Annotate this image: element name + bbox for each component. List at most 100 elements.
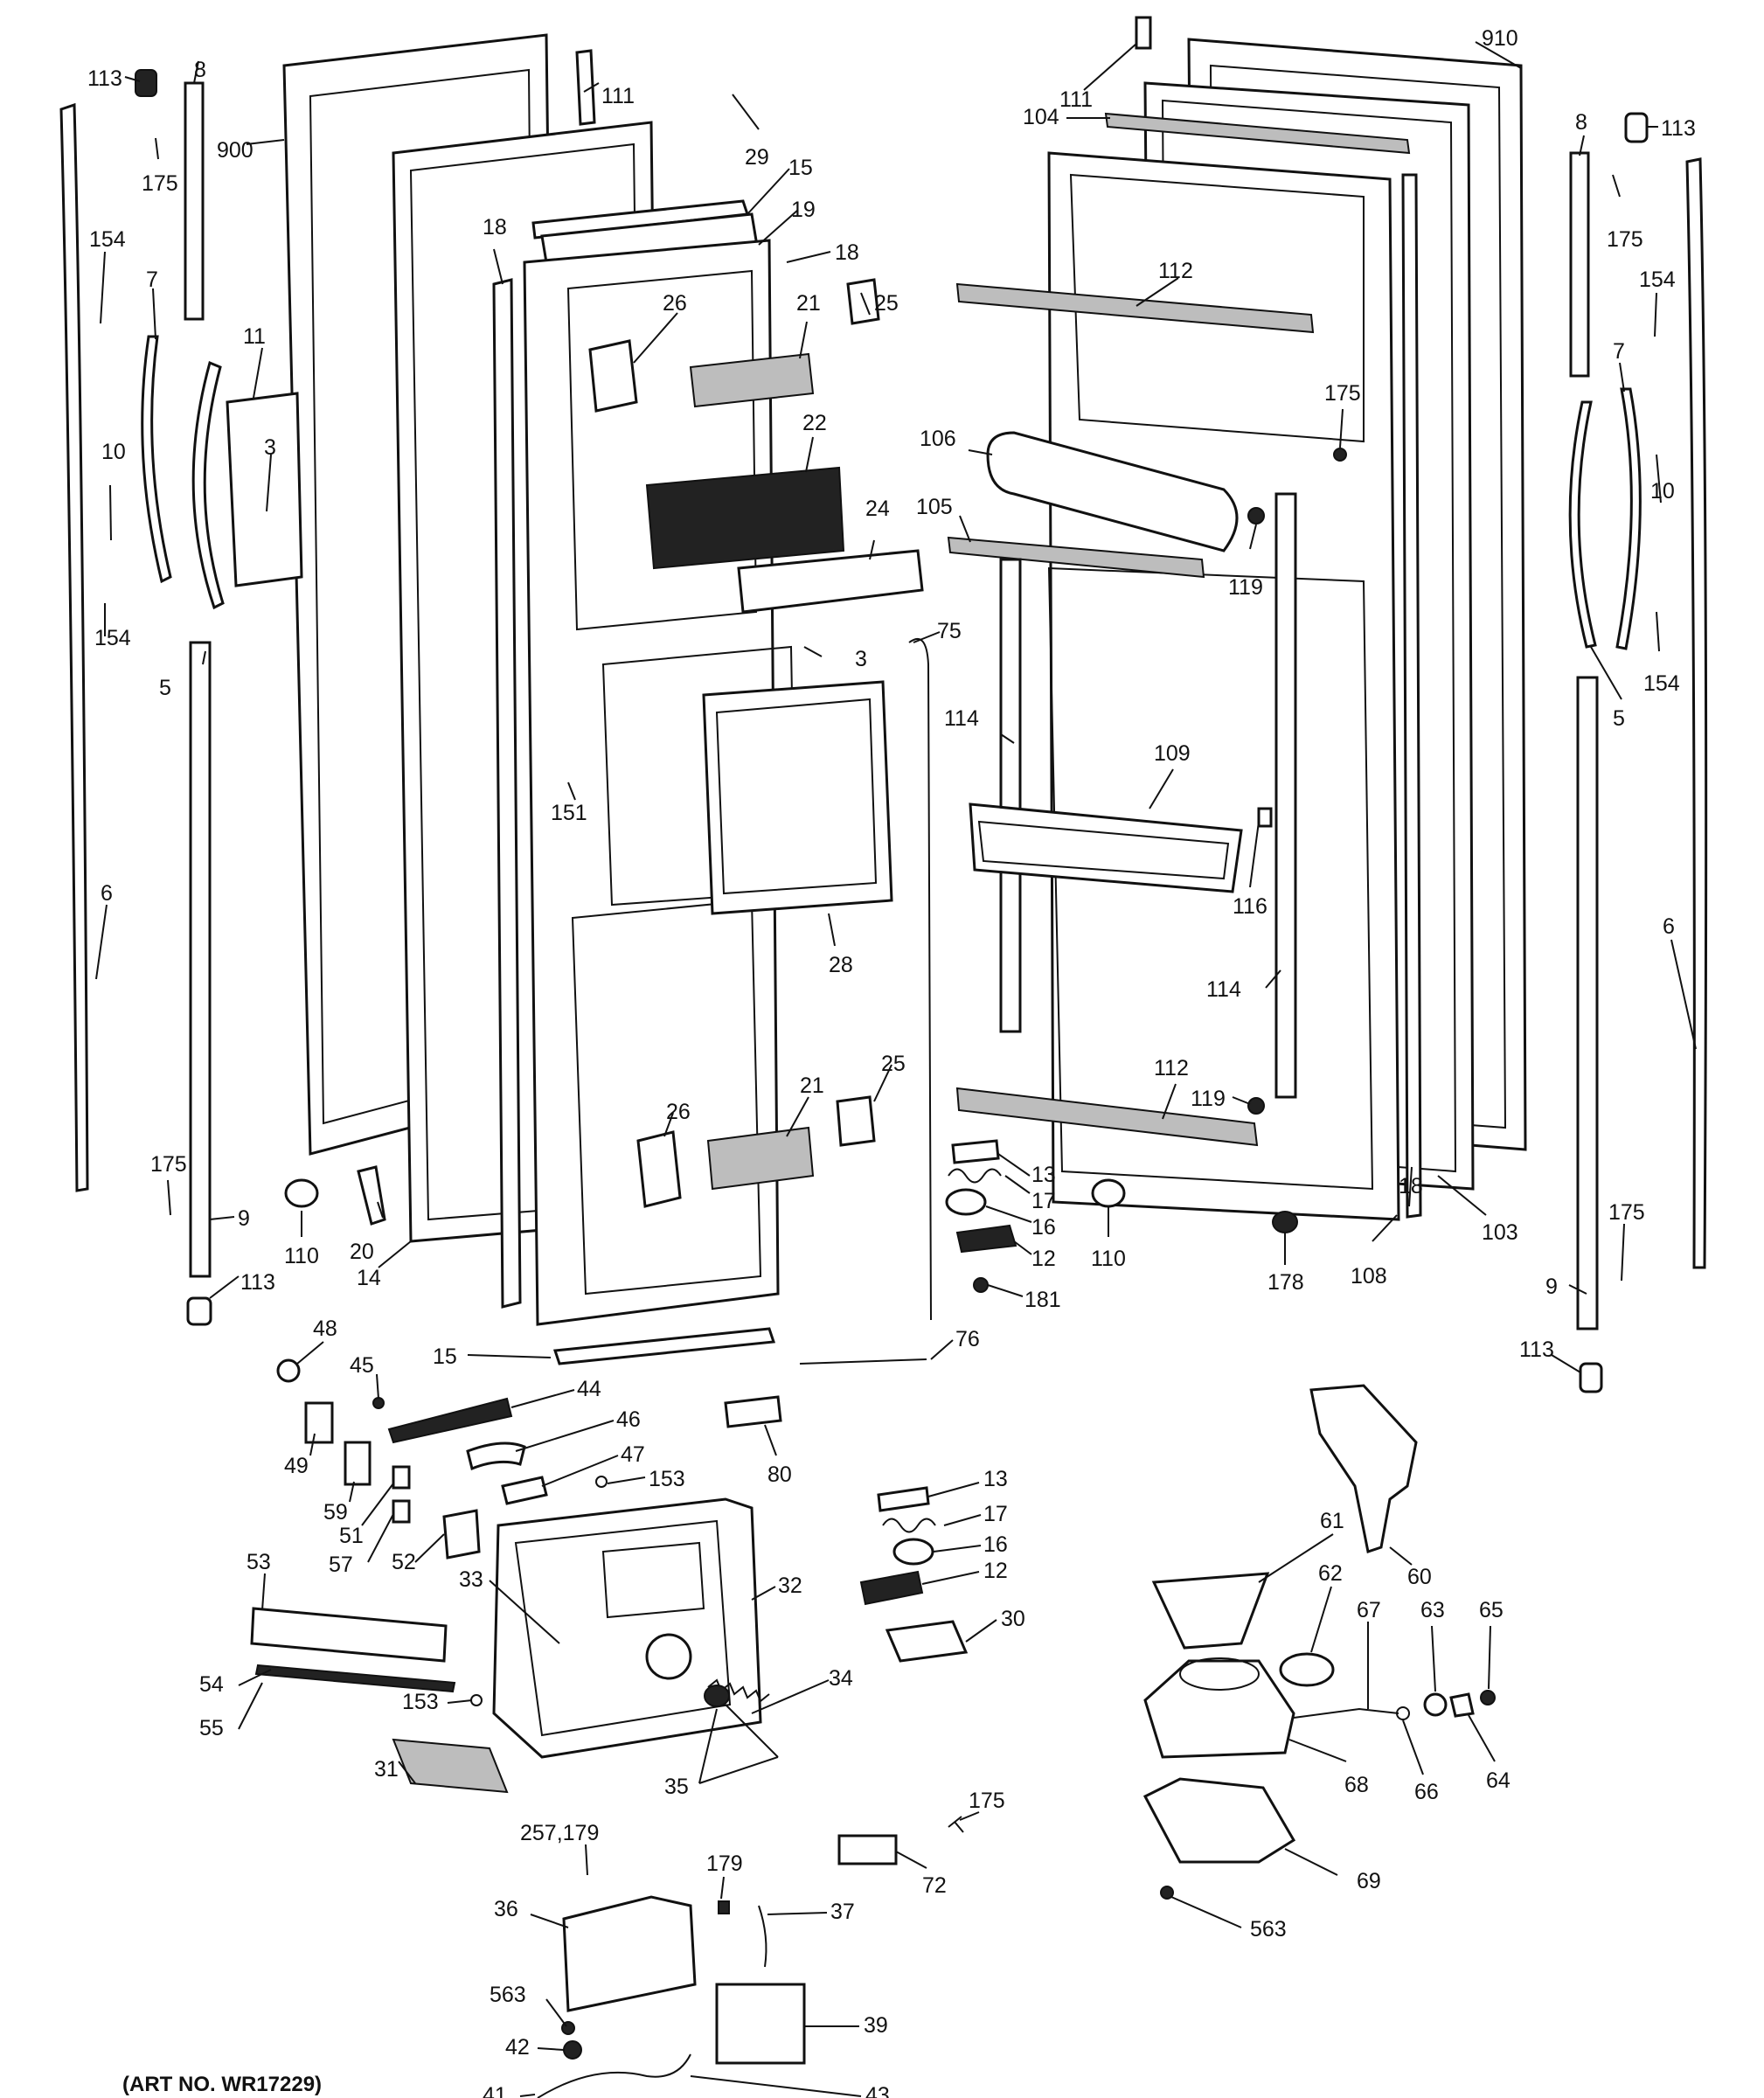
part-31-grille: [392, 1738, 509, 1794]
part-175-screw: [1333, 448, 1347, 462]
part-32-dispenser-housing: [492, 1497, 762, 1759]
part-57-switch: [392, 1499, 411, 1524]
part-12-hinge: [955, 1224, 1017, 1254]
label-104: 104: [1023, 105, 1059, 129]
part-26-bracket-upper: [588, 339, 638, 413]
label-17-b: 17: [1031, 1189, 1056, 1213]
label-7-b: 7: [1613, 339, 1625, 364]
part-116-clip: [1257, 807, 1273, 828]
part-7-trim-right: [1615, 387, 1642, 650]
label-21-b: 21: [800, 1073, 824, 1098]
label-61: 61: [1320, 1509, 1344, 1533]
label-110: 110: [284, 1244, 319, 1268]
part-48-knob: [276, 1358, 301, 1383]
label-66: 66: [1414, 1780, 1439, 1804]
part-9-strip: [189, 641, 212, 1278]
label-105: 105: [916, 495, 953, 519]
label-8-b: 8: [1575, 110, 1587, 135]
label-175-f: 175: [1608, 1200, 1645, 1225]
label-29: 29: [745, 145, 769, 170]
label-67: 67: [1357, 1598, 1381, 1622]
part-76-tube: [799, 1358, 927, 1365]
part-47-switch: [501, 1476, 548, 1505]
label-112: 112: [1158, 259, 1193, 283]
part-36-bracket: [562, 1895, 697, 2012]
label-28: 28: [829, 953, 853, 977]
label-114: 114: [944, 706, 979, 731]
part-111-strip: [575, 49, 596, 126]
label-3: 3: [264, 435, 276, 460]
part-64-cap: [1449, 1692, 1475, 1718]
part-61-funnel: [1151, 1572, 1270, 1650]
part-41-harness: [537, 2053, 691, 2098]
label-24: 24: [865, 497, 890, 521]
part-175-screw-c: [948, 1816, 964, 1833]
label-47: 47: [621, 1442, 645, 1467]
label-7: 7: [146, 267, 158, 292]
label-49: 49: [284, 1454, 309, 1478]
label-175-e: 175: [1607, 227, 1643, 252]
part-53-window-frame: [250, 1607, 448, 1663]
part-24-trim: [737, 549, 924, 614]
label-9-b: 9: [1545, 1275, 1558, 1299]
part-111-cap: [1135, 16, 1152, 50]
label-41: 41: [483, 2083, 507, 2098]
label-63: 63: [1420, 1598, 1445, 1622]
label-113: 113: [87, 66, 122, 91]
label-21: 21: [796, 291, 821, 316]
label-175: 175: [142, 171, 178, 196]
label-103: 103: [1482, 1220, 1518, 1245]
label-3-b: 3: [855, 647, 867, 671]
part-12-hinge-lower: [859, 1570, 924, 1606]
part-69-base: [1142, 1777, 1296, 1864]
label-34: 34: [829, 1666, 853, 1691]
label-12: 12: [983, 1559, 1008, 1583]
label-65: 65: [1479, 1598, 1504, 1622]
label-39: 39: [864, 2013, 888, 2038]
part-106-butter-bin: [986, 431, 1239, 552]
label-116: 116: [1233, 894, 1267, 919]
part-66-washer: [1396, 1706, 1410, 1720]
label-44: 44: [577, 1377, 601, 1401]
part-112-shelf-top: [955, 282, 1315, 334]
dispenser-assembly: [250, 1358, 969, 2098]
label-55: 55: [199, 1716, 224, 1740]
part-6-trim-right: [1685, 157, 1708, 1269]
label-54: 54: [199, 1672, 224, 1697]
label-69: 69: [1357, 1869, 1381, 1893]
part-181-screw: [973, 1277, 989, 1293]
part-26-bracket-lower: [636, 1130, 682, 1208]
part-113-cap-bottom: [186, 1296, 212, 1326]
part-68-housing: [1143, 1659, 1295, 1759]
label-18-c: 18: [1399, 1174, 1423, 1198]
label-563: 563: [490, 1983, 526, 2007]
label-154-b: 154: [94, 626, 131, 650]
part-72-cover: [837, 1834, 898, 1865]
art-number: (ART NO. WR17229): [122, 2073, 322, 2096]
part-25-cover-lower: [836, 1095, 876, 1147]
part-45-screw: [372, 1397, 385, 1409]
label-72: 72: [922, 1873, 947, 1898]
part-67-rod: [1293, 1707, 1399, 1719]
part-17-spring: [948, 1168, 1002, 1184]
part-15-bottom-bracket: [552, 1327, 776, 1365]
label-563-b: 563: [1250, 1917, 1287, 1942]
part-18-gasket-right: [1401, 173, 1422, 1219]
part-37-wire: [758, 1905, 767, 1968]
label-6-b: 6: [1663, 914, 1675, 939]
part-62-disk: [1279, 1652, 1335, 1687]
label-17: 17: [983, 1502, 1008, 1526]
label-57: 57: [329, 1553, 353, 1577]
label-25: 25: [874, 291, 899, 316]
label-113-b: 113: [240, 1270, 275, 1295]
label-64: 64: [1486, 1768, 1511, 1793]
label-59: 59: [323, 1500, 348, 1525]
label-18: 18: [835, 240, 859, 265]
label-119-b: 119: [1191, 1087, 1226, 1111]
part-119-clip-lower: [1247, 1097, 1265, 1115]
part-33-motor: [645, 1633, 692, 1680]
part-21-shelf-upper: [689, 352, 815, 408]
part-17-spring-lower: [882, 1518, 936, 1533]
label-113-d: 113: [1519, 1337, 1554, 1362]
label-80: 80: [767, 1462, 792, 1487]
